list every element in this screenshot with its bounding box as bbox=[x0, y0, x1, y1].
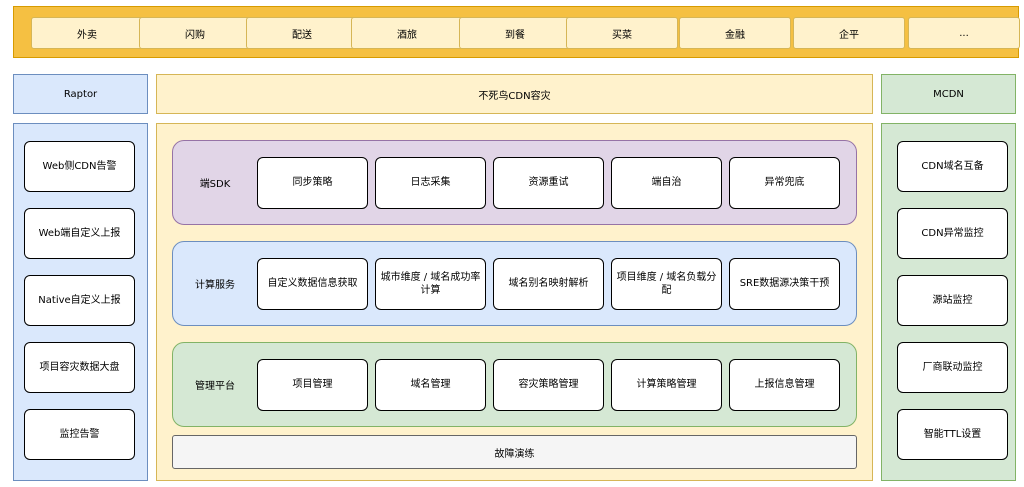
right-item-label: 智能TTL设置 bbox=[923, 428, 982, 440]
business-line-label: 企平 bbox=[839, 29, 859, 41]
layer-item-label: 城市维度 / 域名成功率计算 bbox=[380, 271, 481, 297]
right-item-label: CDN域名互备 bbox=[921, 160, 984, 172]
cdn-disaster-recovery-header: 不死鸟CDN容灾 bbox=[156, 74, 873, 114]
business-line-item: 买菜 bbox=[566, 17, 678, 49]
business-line-item: 到餐 bbox=[459, 17, 571, 49]
business-line-item: 配送 bbox=[246, 17, 358, 49]
fault-drill-label: 故障演练 bbox=[494, 448, 535, 460]
layer-item: 端自治 bbox=[611, 157, 722, 209]
business-line-label: 酒旅 bbox=[397, 29, 417, 41]
layer-item-label: 自定义数据信息获取 bbox=[267, 278, 358, 290]
raptor-header: Raptor bbox=[13, 74, 148, 114]
business-line-item: 企平 bbox=[793, 17, 905, 49]
right-item: CDN域名互备 bbox=[897, 141, 1008, 192]
layer-item-label: 项目维度 / 域名负载分配 bbox=[616, 271, 717, 297]
business-line-item: 闪购 bbox=[139, 17, 251, 49]
layer-item-label: SRE数据源决策干预 bbox=[739, 278, 830, 290]
right-item-label: CDN异常监控 bbox=[921, 227, 984, 239]
layer-item-label: 异常兜底 bbox=[764, 177, 805, 189]
layer-item-label: 端自治 bbox=[651, 177, 682, 189]
mcdn-header: MCDN bbox=[881, 74, 1016, 114]
raptor-title: Raptor bbox=[63, 88, 98, 100]
right-item: 源站监控 bbox=[897, 275, 1008, 326]
fault-drill-bar: 故障演练 bbox=[172, 435, 857, 469]
left-item: Native自定义上报 bbox=[24, 275, 135, 326]
layer-item: 域名别名映射解析 bbox=[493, 258, 604, 310]
layer-item: 域名管理 bbox=[375, 359, 486, 411]
business-line-label: 到餐 bbox=[505, 29, 525, 41]
left-item-label: Web侧CDN告警 bbox=[42, 160, 117, 172]
layer-item: 资源重试 bbox=[493, 157, 604, 209]
mcdn-title: MCDN bbox=[933, 88, 964, 100]
layer-label: 管理平台 bbox=[195, 381, 235, 392]
layer-item-label: 资源重试 bbox=[528, 177, 569, 189]
business-line-label: 配送 bbox=[292, 29, 312, 41]
layer-item-label: 计算策略管理 bbox=[636, 379, 697, 391]
business-line-label: 外卖 bbox=[77, 29, 97, 41]
layer-item: 同步策略 bbox=[257, 157, 368, 209]
layer-label: 端SDK bbox=[199, 179, 231, 190]
business-line-item: 外卖 bbox=[31, 17, 143, 49]
layer-label: 计算服务 bbox=[195, 280, 235, 291]
layer-item: 城市维度 / 域名成功率计算 bbox=[375, 258, 486, 310]
layer-item: 异常兜底 bbox=[729, 157, 840, 209]
cdn-disaster-recovery-title: 不死鸟CDN容灾 bbox=[478, 90, 551, 102]
layer-item: SRE数据源决策干预 bbox=[729, 258, 840, 310]
business-line-item: 金融 bbox=[679, 17, 791, 49]
layer-item: 上报信息管理 bbox=[729, 359, 840, 411]
left-item-label: 监控告警 bbox=[59, 428, 100, 440]
layer-item-label: 域名管理 bbox=[410, 379, 451, 391]
business-line-label: ... bbox=[959, 27, 969, 39]
layer-item: 容灾策略管理 bbox=[493, 359, 604, 411]
layer-item-label: 日志采集 bbox=[410, 177, 451, 189]
business-line-item: ... bbox=[908, 17, 1020, 49]
right-item-label: 源站监控 bbox=[932, 294, 973, 306]
layer-item: 日志采集 bbox=[375, 157, 486, 209]
layer-item: 项目管理 bbox=[257, 359, 368, 411]
business-line-label: 闪购 bbox=[185, 29, 205, 41]
left-item: 监控告警 bbox=[24, 409, 135, 460]
left-item: Web侧CDN告警 bbox=[24, 141, 135, 192]
business-line-item: 酒旅 bbox=[351, 17, 463, 49]
right-item-label: 厂商联动监控 bbox=[922, 361, 983, 373]
layer-item-label: 容灾策略管理 bbox=[518, 379, 579, 391]
left-item: Web端自定义上报 bbox=[24, 208, 135, 259]
left-item-label: Web端自定义上报 bbox=[38, 227, 121, 239]
left-item-label: Native自定义上报 bbox=[38, 294, 121, 306]
right-item: CDN异常监控 bbox=[897, 208, 1008, 259]
left-item-label: 项目容灾数据大盘 bbox=[39, 361, 120, 373]
business-line-label: 买菜 bbox=[612, 29, 632, 41]
left-item: 项目容灾数据大盘 bbox=[24, 342, 135, 393]
right-item: 智能TTL设置 bbox=[897, 409, 1008, 460]
layer-item-label: 项目管理 bbox=[292, 379, 333, 391]
business-line-label: 金融 bbox=[725, 29, 745, 41]
layer-item: 计算策略管理 bbox=[611, 359, 722, 411]
right-item: 厂商联动监控 bbox=[897, 342, 1008, 393]
layer-item: 项目维度 / 域名负载分配 bbox=[611, 258, 722, 310]
layer-item: 自定义数据信息获取 bbox=[257, 258, 368, 310]
layer-item-label: 域名别名映射解析 bbox=[508, 278, 589, 290]
layer-item-label: 同步策略 bbox=[292, 177, 333, 189]
layer-item-label: 上报信息管理 bbox=[754, 379, 815, 391]
